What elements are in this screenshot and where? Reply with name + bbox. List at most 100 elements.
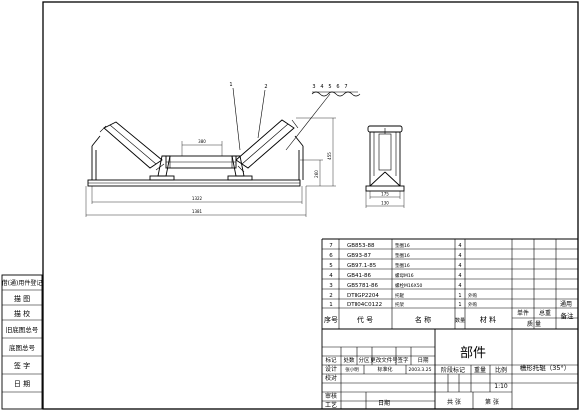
row-1-material: 外购 (468, 301, 477, 308)
drawing-title: 槽形托辊（35°） (520, 363, 571, 372)
dim-roll-length-value: 380 (198, 139, 206, 144)
row-1-name: 托架 (395, 301, 404, 308)
rev-sign: 签字 (397, 356, 409, 364)
row-5-no: 5 (329, 263, 333, 269)
side-label-trace-check: 描 校 (14, 309, 30, 318)
scale-label: 比例 (495, 366, 507, 374)
sheets-total: 共 张 (447, 398, 461, 406)
parts-table: 7 GB853-88 垫圈16 4 6 GB93-87 垫圈16 4 5 GB9… (321, 238, 578, 409)
design-date: 2003.3.25 (409, 367, 432, 373)
row-3-code: GB5781-86 (347, 283, 379, 289)
balloon-5: 5 (328, 84, 331, 90)
row-6-qty: 4 (458, 253, 461, 259)
side-view-idler: 175 130 (365, 125, 405, 208)
role-review: 审核 (325, 392, 337, 400)
row-7-name: 垫圈16 (395, 242, 410, 249)
row-2-qty: 1 (458, 293, 461, 299)
row-5-name: 垫圈16 (395, 262, 410, 269)
rev-zone: 分区 (358, 356, 370, 364)
side-label-tracing: 描 图 (14, 294, 30, 303)
center-roll (165, 155, 237, 169)
header-qty: 数量 (455, 317, 465, 324)
stage-mark-label: 阶段标记 (441, 366, 465, 374)
row-2-code: DTⅡGP2204 (347, 293, 379, 299)
row-1-qty: 1 (458, 302, 461, 308)
standardized-label: 标准化 (377, 366, 392, 373)
rev-count: 处数 (343, 356, 355, 364)
dim-height-mid: 260 (300, 159, 323, 186)
balloon-3: 3 (312, 84, 315, 90)
row-7-qty: 4 (458, 243, 461, 249)
row-5-qty: 4 (458, 263, 461, 269)
front-view-troughed-idler: 1 2 3 4 5 6 7 380 1322 1381 (85, 82, 361, 217)
left-wing-roll (99, 121, 165, 171)
header-code: 代 号 (357, 315, 373, 324)
side-label-signature: 签 字 (14, 361, 30, 370)
row-6-name: 垫圈16 (395, 252, 410, 259)
row-7-code: GB853-88 (347, 243, 375, 249)
approval-date-label: 日期 (378, 399, 390, 407)
row-6-no: 6 (329, 253, 333, 259)
role-design: 设计 (325, 365, 337, 373)
dim-width-outer: 1381 (85, 186, 307, 217)
row-3-name: 螺栓M16X50 (395, 282, 423, 289)
side-label-drawing-no: 底图总号 (9, 343, 36, 352)
base-frame (87, 135, 304, 187)
row-1-code: DTⅡ04C0122 (347, 302, 382, 308)
side-label-old-drawing-no: 旧底图总号 (6, 325, 39, 334)
sheet-border (42, 1, 579, 410)
row-2-no: 2 (329, 293, 333, 299)
balloon-7: 7 (344, 84, 347, 90)
row-4-no: 4 (329, 273, 333, 279)
dim-height-mid-value: 260 (314, 170, 319, 178)
side-dim-bottom: 175 (381, 192, 389, 197)
rev-doc: 更改文件号 (370, 356, 398, 364)
weight-label: 重量 (474, 366, 486, 374)
row-4-name: 螺母M16 (395, 272, 414, 279)
scale-value: 1:10 (494, 383, 508, 390)
row-3-qty: 4 (458, 283, 461, 289)
side-label-registration: 借(通)用件登记 (2, 279, 43, 287)
general-label: 通用 (560, 300, 572, 308)
header-no: 序号 (324, 315, 338, 324)
row-5-code: GB97.1-85 (347, 263, 377, 269)
row-2-name: 托辊 (395, 292, 404, 299)
header-total: 总重 (539, 309, 551, 317)
row-6-code: GB93-87 (347, 253, 372, 259)
row-3-no: 3 (329, 283, 333, 289)
balloon-6: 6 (336, 84, 339, 90)
header-unit: 单件 (517, 309, 529, 317)
header-name: 名 称 (415, 315, 431, 324)
part-type: 部件 (460, 346, 486, 361)
sheet-number: 第 张 (485, 398, 499, 406)
dim-width-inner: 1322 (91, 186, 303, 204)
header-material: 材 料 (480, 315, 496, 324)
balloon-2: 2 (264, 84, 267, 90)
dim-height-total-value: 455 (327, 152, 332, 160)
leader-lines (232, 87, 361, 151)
dim-width-outer-value: 1381 (192, 209, 203, 214)
side-registration-block: 借(通)用件登记 描 图 描 校 旧底图总号 底图总号 签 字 日 期 (1, 274, 43, 410)
role-check: 校对 (325, 374, 337, 382)
rev-date: 日期 (417, 357, 429, 364)
row-4-code: GB41-86 (347, 273, 372, 279)
designer-name: 张小明 (345, 366, 359, 373)
header-mass: 质 量 (527, 320, 541, 328)
rev-mark: 标记 (325, 356, 337, 364)
title-block: 标记 处数 分区 更改文件号 签字 日期 设计 张小明 标准化 2003.3.2… (322, 329, 578, 409)
dim-width-inner-value: 1322 (192, 196, 203, 201)
row-1-no: 1 (329, 302, 333, 308)
balloon-4: 4 (320, 84, 323, 90)
right-wing-roll (235, 119, 299, 173)
dim-height-total: 455 (296, 117, 336, 187)
side-dim-base: 130 (381, 201, 389, 206)
header-remark: 备注 (561, 311, 575, 320)
dim-roll-length: 380 (181, 139, 223, 156)
row-2-material: 外购 (468, 292, 477, 299)
balloon-1: 1 (229, 82, 232, 88)
role-process: 工艺 (325, 401, 337, 409)
side-label-date: 日 期 (14, 380, 30, 388)
row-4-qty: 4 (458, 273, 461, 279)
row-7-no: 7 (329, 243, 333, 249)
